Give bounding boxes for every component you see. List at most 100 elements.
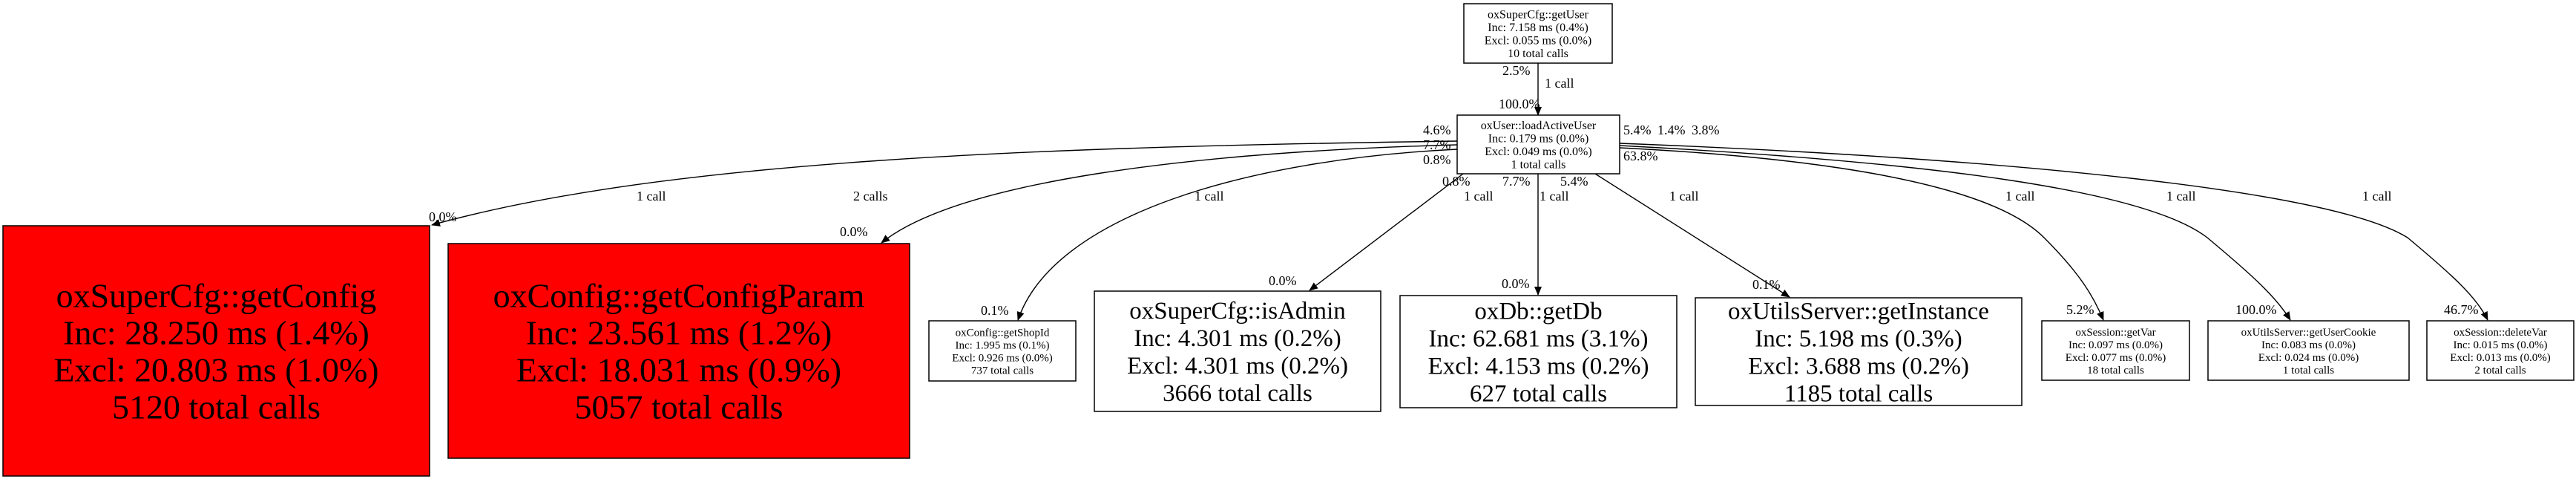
node-box	[2041, 320, 2190, 381]
node-calls: 2 total calls	[2474, 365, 2526, 377]
edge-arrow	[1619, 143, 2488, 321]
edge-tail-percent: 5.4%	[1560, 174, 1588, 189]
edge-head-percent: 100.0%	[1499, 97, 1540, 111]
edge-head-percent: 5.2%	[2066, 302, 2094, 317]
node-excl: Excl: 4.153 ms (0.2%)	[1428, 353, 1649, 380]
edge-tail-percent: 4.6%	[1423, 123, 1451, 137]
node-calls: 10 total calls	[1508, 48, 1568, 60]
call-edge: 1 call 7.7% 0.0%	[1502, 174, 1568, 296]
edge-arrow	[1594, 173, 1790, 298]
edge-call-count: 1 call	[1540, 189, 1568, 203]
node-excl: Excl: 3.688 ms (0.2%)	[1748, 353, 1969, 380]
node-inc: Inc: 23.561 ms (1.2%)	[526, 314, 832, 352]
call-edge: 2 calls 7.7% 0.0%	[840, 137, 1458, 244]
edge-tail-percent: 63.8%	[1623, 149, 1658, 163]
node-excl: Excl: 0.013 ms (0.0%)	[2450, 352, 2550, 364]
edge-arrow	[1619, 145, 2291, 321]
node-name: oxSession::deleteVar	[2454, 327, 2547, 339]
node-excl: Excl: 20.803 ms (1.0%)	[53, 351, 378, 389]
call-edge: 1 call 0.8% 0.1%	[981, 149, 1458, 321]
node-inc: Inc: 0.097 ms (0.0%)	[2069, 339, 2163, 351]
edge-call-count: 1 call	[2166, 189, 2195, 203]
node-inc: Inc: 1.995 ms (0.1%)	[955, 339, 1049, 351]
edge-arrow	[431, 140, 1458, 227]
node-excl: Excl: 4.301 ms (0.2%)	[1127, 353, 1348, 379]
edge-head-percent: 0.1%	[981, 303, 1009, 318]
edge-call-count: 2 calls	[853, 189, 888, 203]
node-name: oxUtilsServer::getUserCookie	[2241, 327, 2376, 339]
node-name: oxUtilsServer::getInstance	[1728, 299, 1989, 325]
node-name: oxSuperCfg::getUser	[1488, 8, 1589, 21]
edge-arrow	[1016, 149, 1458, 321]
node-name: oxSuperCfg::getConfig	[56, 277, 377, 315]
node-excl: Excl: 18.031 ms (0.9%)	[516, 351, 841, 389]
edge-call-count: 1 call	[1669, 189, 1698, 203]
node-calls: 5120 total calls	[112, 388, 321, 426]
node-box	[447, 243, 910, 459]
edge-head-percent: 0.0%	[840, 224, 868, 239]
edge-head-percent: 0.1%	[1752, 277, 1781, 292]
node-inc: Inc: 7.158 ms (0.4%)	[1488, 22, 1588, 34]
node-box	[928, 320, 1077, 382]
node-excl: Excl: 0.049 ms (0.0%)	[1485, 146, 1591, 158]
call-edge: 1 call 5.4% 0.1%	[1560, 173, 1790, 298]
node-inc: Inc: 62.681 ms (3.1%)	[1428, 326, 1648, 353]
node-excl: Excl: 0.926 ms (0.0%)	[952, 352, 1052, 364]
node-name: oxConfig::getConfigParam	[493, 277, 865, 315]
node-box	[1094, 290, 1381, 412]
node-calls: 737 total calls	[971, 365, 1034, 377]
edge-head-percent: 0.0%	[429, 209, 457, 224]
node-box	[1463, 3, 1613, 64]
node-name: oxUser::loadActiveUser	[1481, 120, 1597, 132]
edge-call-count: 1 call	[637, 189, 666, 203]
edge-tail-percent: 7.7%	[1423, 137, 1451, 152]
edge-tail-percent: 1.4%	[1657, 123, 1686, 137]
node-inc: Inc: 5.198 ms (0.3%)	[1755, 326, 1962, 353]
node-inc: Inc: 0.083 ms (0.0%)	[2261, 339, 2356, 351]
edge-head-percent: 46.7%	[2444, 302, 2479, 317]
node-inc: Inc: 0.179 ms (0.0%)	[1488, 132, 1589, 145]
node-calls: 3666 total calls	[1163, 380, 1312, 407]
edge-tail-percent: 0.8%	[1442, 174, 1471, 189]
node-calls: 1 total calls	[2283, 365, 2334, 377]
node-inc: Inc: 28.250 ms (1.4%)	[63, 314, 369, 352]
node-box	[2207, 320, 2410, 381]
node-name: oxDb::getDb	[1474, 299, 1602, 325]
node-box	[1399, 295, 1678, 408]
node-inc: Inc: 4.301 ms (0.2%)	[1134, 325, 1341, 352]
edge-tail-percent: 0.8%	[1423, 152, 1451, 167]
edge-call-count: 1 call	[2005, 189, 2034, 203]
node-box	[2426, 320, 2575, 381]
node-excl: Excl: 0.024 ms (0.0%)	[2258, 352, 2359, 364]
edge-head-percent: 0.0%	[1269, 273, 1297, 288]
node-inc: Inc: 0.015 ms (0.0%)	[2453, 339, 2547, 351]
edge-arrow	[881, 144, 1458, 244]
edge-head-percent: 0.0%	[1502, 276, 1530, 291]
edge-arrow	[1619, 147, 2104, 321]
edge-call-count: 1 call	[2362, 189, 2391, 203]
node-box	[1456, 114, 1620, 175]
edge-call-count: 1 call	[1195, 189, 1223, 203]
node-name: oxConfig::getShopId	[956, 327, 1050, 339]
edge-tail-percent: 2.5%	[1502, 63, 1531, 78]
node-calls: 627 total calls	[1470, 381, 1607, 408]
node-excl: Excl: 0.055 ms (0.0%)	[1485, 34, 1591, 47]
edge-tail-percent: 7.7%	[1502, 174, 1531, 189]
